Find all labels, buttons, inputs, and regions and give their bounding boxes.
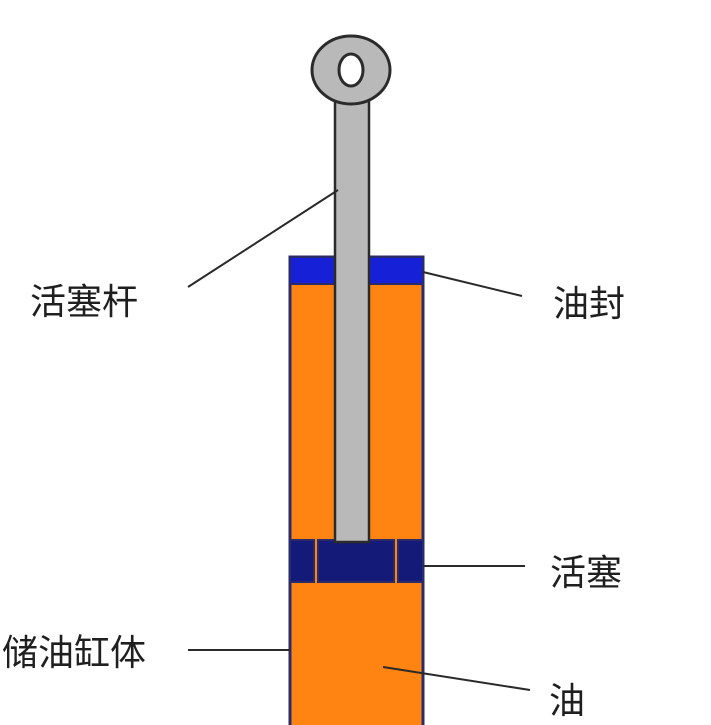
piston-left-block — [289, 539, 315, 583]
rod-eye-hole — [337, 52, 365, 88]
leader-oil-seal — [422, 271, 523, 297]
label-cylinder-body: 储油缸体 — [2, 633, 146, 674]
label-piston: 活塞 — [550, 553, 622, 594]
label-oil: 油 — [549, 681, 585, 722]
piston-right-block — [397, 539, 424, 583]
leader-oil — [382, 666, 531, 691]
leader-piston-rod — [187, 189, 339, 288]
piston-center-block — [317, 539, 395, 583]
label-oil-seal: 油封 — [553, 284, 625, 325]
label-piston-rod: 活塞杆 — [30, 282, 138, 323]
piston-rod — [333, 94, 371, 544]
